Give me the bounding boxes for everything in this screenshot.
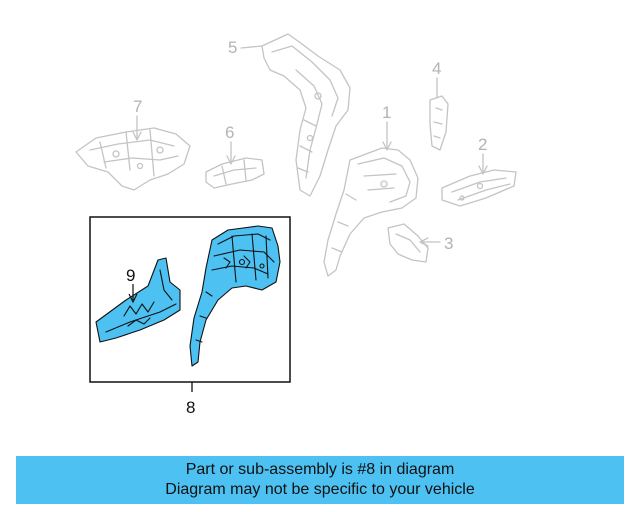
part-1-arrow — [382, 141, 392, 151]
part-7-arrow — [132, 131, 142, 141]
banner-part-line: Part or sub-assembly is #8 in diagram — [185, 461, 455, 478]
info-banner: Part or sub-assembly is #8 in diagram Di… — [16, 456, 624, 504]
part-3-arrow — [419, 237, 429, 247]
part-6-bracket-ghost — [205, 157, 265, 189]
callout-1: 1 — [382, 103, 391, 122]
part-2-arrow — [478, 165, 488, 175]
part-5-pillar-ghost — [261, 33, 351, 197]
part-2-panel-ghost — [441, 169, 517, 207]
callout-8: 8 — [186, 398, 195, 417]
callout-5: 5 — [228, 38, 237, 57]
part-7-structure-ghost — [75, 127, 191, 191]
callout-9: 9 — [126, 266, 135, 285]
exploded-parts-diagram: 5 7 6 4 1 2 3 — [75, 33, 517, 417]
part-5-leader — [240, 45, 263, 49]
part-8-inner-wheelhouse — [189, 225, 281, 367]
callout-4: 4 — [432, 59, 441, 78]
part-1-wheelhouse-ghost — [323, 147, 419, 277]
callout-2: 2 — [478, 135, 487, 154]
part-6-arrow — [226, 155, 236, 165]
part-3-gusset-ghost — [387, 223, 429, 263]
banner-disclaimer-line: Diagram may not be specific to your vehi… — [165, 481, 475, 498]
callout-7: 7 — [133, 97, 142, 116]
part-4-bracket-ghost — [429, 95, 449, 151]
part-9-arrow — [128, 293, 138, 304]
callout-6: 6 — [225, 123, 234, 142]
part-9-reinforcement — [95, 257, 181, 343]
callout-3: 3 — [444, 234, 453, 253]
